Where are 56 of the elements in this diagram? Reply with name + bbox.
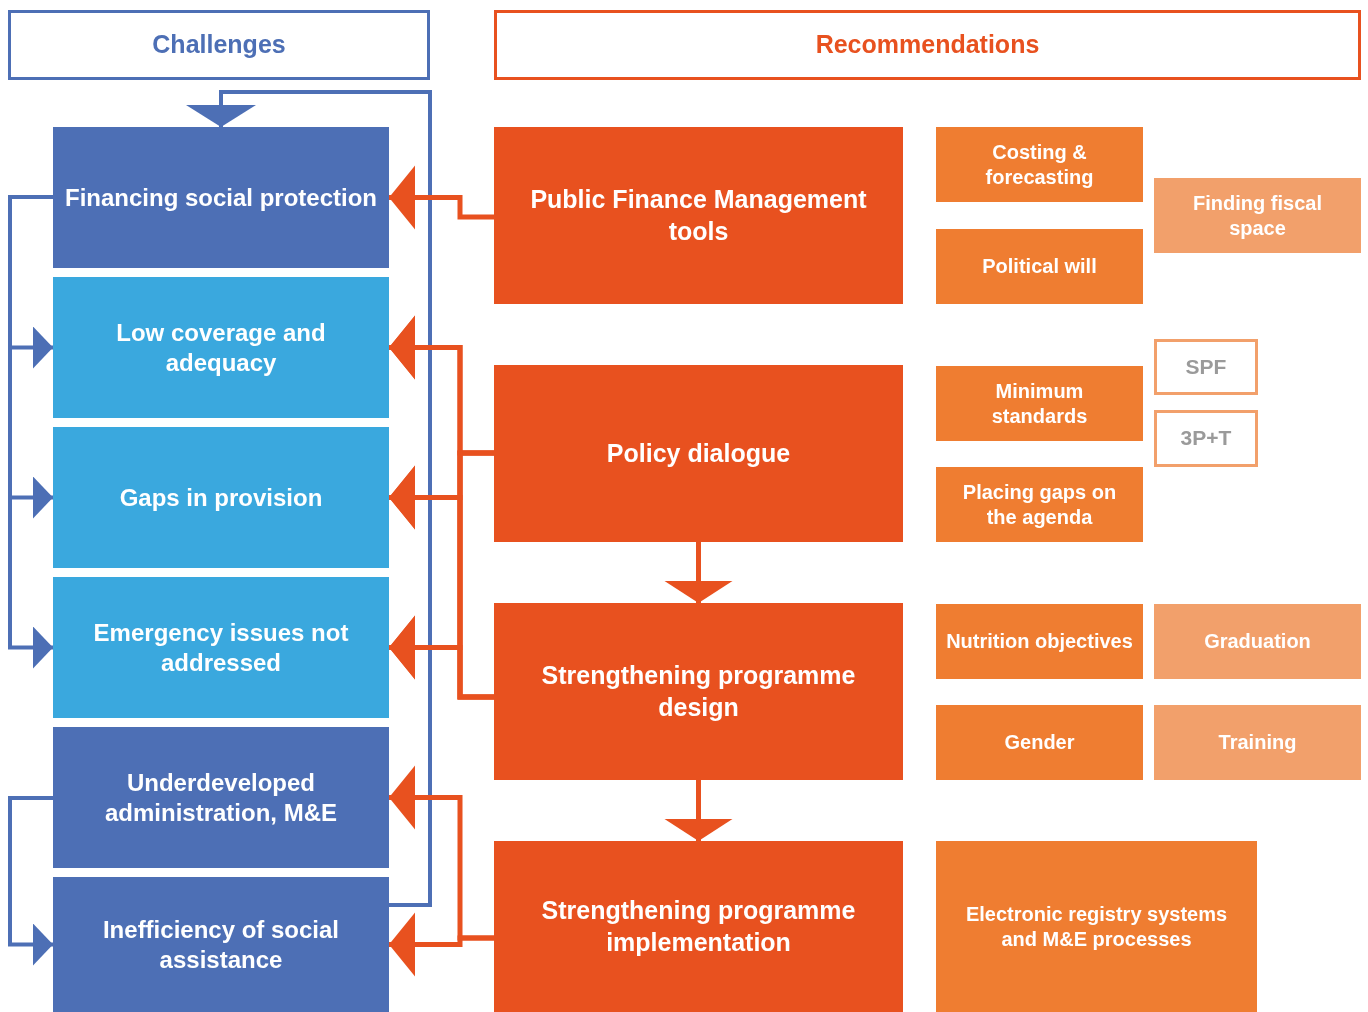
box-label: 3P+T <box>1180 425 1232 452</box>
box-label: Recommendations <box>815 29 1040 61</box>
topic-box <box>936 705 1143 780</box>
topic-box <box>936 841 1257 1012</box>
box-label: SPF <box>1185 353 1227 380</box>
arrow <box>389 615 494 700</box>
box-label: Challenges <box>152 29 286 61</box>
arrow <box>186 90 432 907</box>
topic-box <box>936 604 1143 679</box>
box-label: Electronic registry systems and M&E processes <box>964 901 1229 952</box>
tag-box <box>1154 410 1258 467</box>
box-label: Gender <box>1004 730 1075 755</box>
box-label: Public Finance Management tools <box>529 184 868 247</box>
box-label: Political will <box>982 254 1097 279</box>
box-label: Underdeveloped administration, M&E <box>104 767 338 828</box>
topic-box <box>936 127 1143 202</box>
topic-box <box>1154 604 1361 679</box>
arrow <box>389 912 494 977</box>
recommendation-box <box>494 365 903 542</box>
arrow <box>8 195 53 669</box>
challenge-box <box>53 727 389 868</box>
challenge-box <box>53 277 389 418</box>
topic-box <box>1154 705 1361 780</box>
challenge-box <box>53 427 389 568</box>
arrow <box>8 796 53 966</box>
box-label: Gaps in provision <box>119 482 323 513</box>
challenge-box <box>53 127 389 268</box>
box-label: Emergency issues not addressed <box>92 617 350 678</box>
box-label: Inefficiency of social assistance <box>101 914 341 975</box>
challenge-box <box>53 877 389 1012</box>
box-label: Strengthening programme implementation <box>540 895 857 958</box>
box-label: Policy dialogue <box>606 437 791 469</box>
box-label: Finding fiscal space <box>1192 190 1323 241</box>
box-label: Graduation <box>1204 629 1311 654</box>
header-box <box>8 10 430 80</box>
box-label: Nutrition objectives <box>946 629 1133 654</box>
header-box <box>494 10 1361 80</box>
arrow <box>389 165 494 230</box>
tag-box <box>1154 339 1258 395</box>
topic-box <box>936 467 1143 542</box>
challenge-box <box>53 577 389 718</box>
box-label: Low coverage and adequacy <box>115 317 327 378</box>
recommendation-box <box>494 603 903 780</box>
arrow <box>664 780 733 841</box>
box-label: Financing social protection <box>64 182 377 213</box>
box-label: Costing & forecasting <box>984 139 1095 190</box>
topic-box <box>936 366 1143 441</box>
arrow <box>664 542 733 603</box>
recommendation-box <box>494 841 903 1012</box>
topic-box <box>1154 178 1361 253</box>
recommendation-box <box>494 127 903 304</box>
box-label: Minimum standards <box>990 378 1089 429</box>
box-label: Strengthening programme design <box>540 660 857 723</box>
box-label: Placing gaps on the agenda <box>961 479 1118 530</box>
topic-box <box>936 229 1143 304</box>
box-label: Training <box>1218 730 1297 755</box>
